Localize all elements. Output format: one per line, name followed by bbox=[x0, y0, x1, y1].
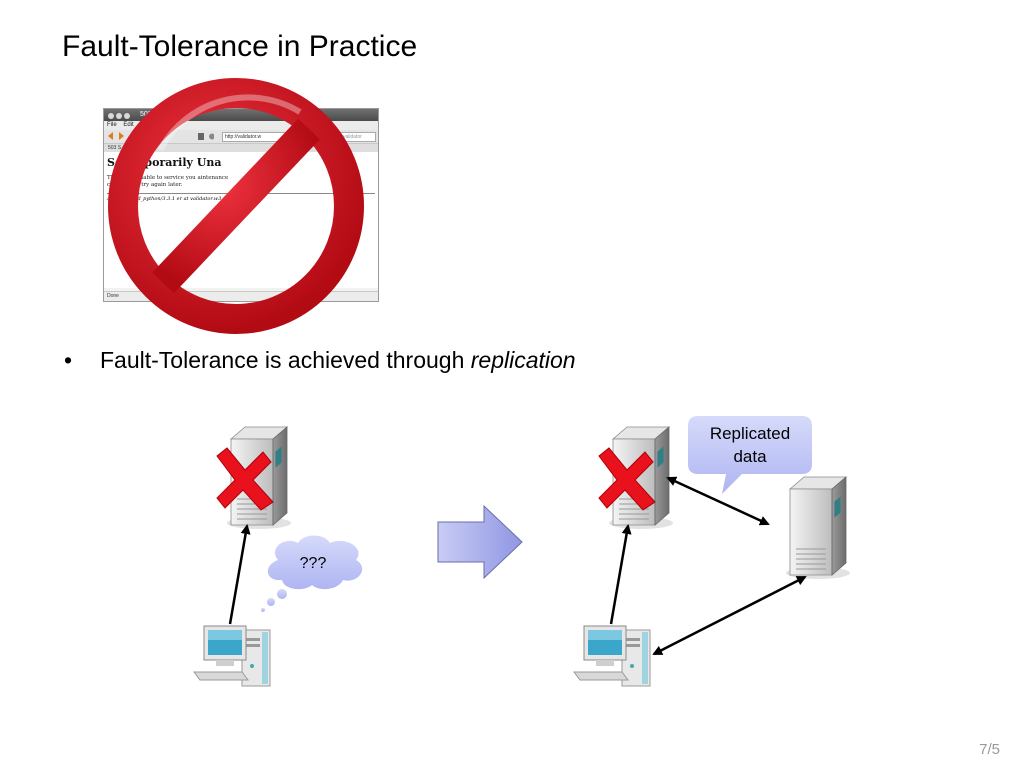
bullet-marker: • bbox=[64, 347, 73, 373]
page-line-2: ca s. Please try again later. bbox=[107, 182, 183, 188]
callout-text-line1: Replicated bbox=[709, 424, 791, 443]
replication-arrow bbox=[666, 476, 770, 526]
server-icon-replica bbox=[785, 476, 851, 580]
bullet-text: Fault-Tolerance is achieved through bbox=[100, 347, 471, 373]
page-address: A ebian) mod_python/3.3.1 er at validato… bbox=[107, 196, 223, 202]
callout-text-line2: data bbox=[733, 447, 767, 466]
no-entry-icon bbox=[108, 78, 364, 334]
nav-buttons-icon bbox=[108, 132, 215, 140]
window-controls-icon bbox=[108, 112, 132, 124]
browser-statusbar: Done bbox=[104, 291, 378, 301]
desktop-computer-icon-right bbox=[573, 625, 651, 687]
bullet-emphasis: replication bbox=[470, 347, 576, 373]
browser-tab: 503 S bbox=[104, 144, 378, 152]
desktop-computer-icon-left bbox=[193, 625, 271, 687]
request-arrow-replica bbox=[652, 575, 807, 656]
menu-edit: Edit bbox=[123, 122, 134, 128]
page-line-1: Th orarily unable to service you aintena… bbox=[107, 175, 229, 181]
right-arrow-icon bbox=[437, 504, 523, 580]
callout-bubble-icon bbox=[688, 416, 812, 494]
menu-file: File bbox=[107, 122, 117, 128]
request-arrow-primary bbox=[609, 524, 632, 625]
page-number: 7/5 bbox=[979, 741, 1000, 758]
callout-text: Replicated data bbox=[690, 422, 810, 468]
request-arrow-left bbox=[228, 524, 251, 625]
bullet-item: • Fault-Tolerance is achieved through rep… bbox=[64, 347, 576, 374]
thought-bubble-text: ??? bbox=[299, 555, 327, 572]
slide-title: Fault-Tolerance in Practice bbox=[62, 30, 418, 63]
thought-bubble-icon bbox=[261, 535, 363, 612]
